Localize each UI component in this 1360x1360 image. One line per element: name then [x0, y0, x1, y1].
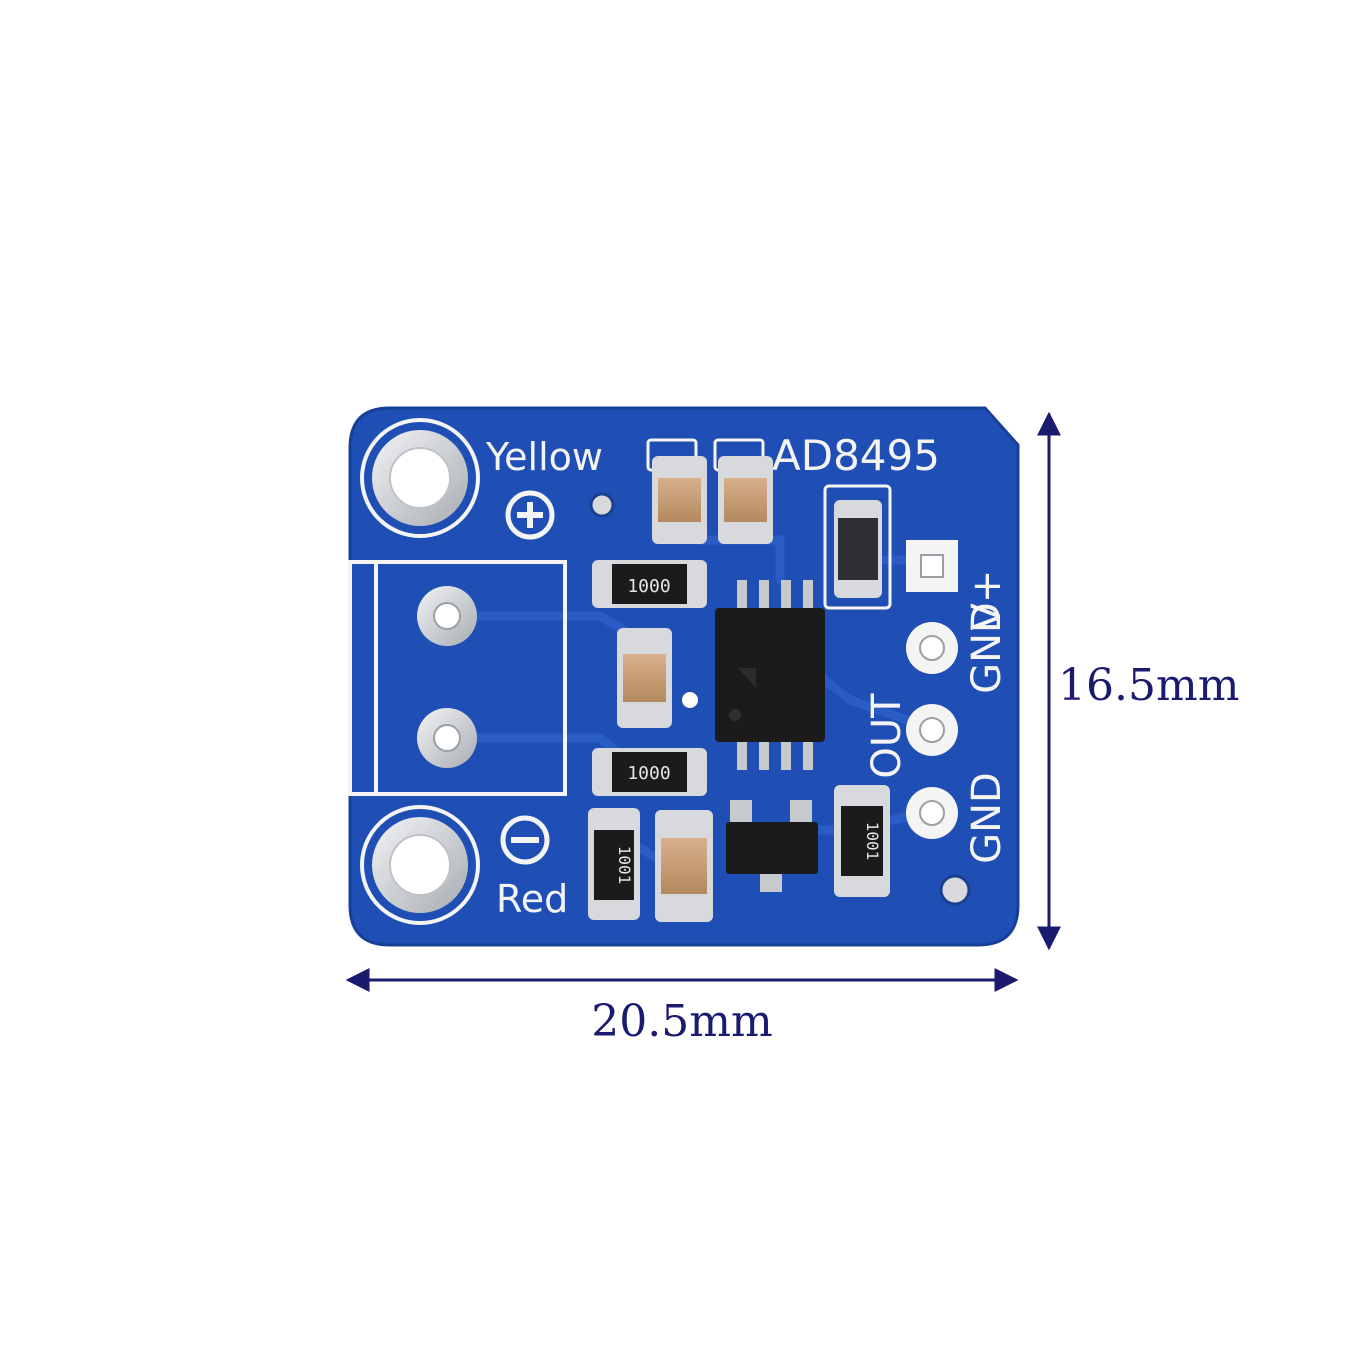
resistor-bottom-left-marking: 1001 — [615, 846, 634, 885]
resistor-bottom-right-marking: 1001 — [863, 822, 882, 861]
minus-symbol-icon — [500, 815, 550, 865]
height-label: 16.5mm — [1058, 660, 1239, 711]
voltage-regulator-chip — [726, 800, 818, 892]
pin-pad-gnd-top — [906, 622, 958, 674]
resistor-bottom-right: 1001 — [834, 785, 890, 897]
pin-label-vplus: V+ — [964, 570, 1010, 631]
terminal-pad-negative — [417, 708, 477, 768]
ad8495-chip — [715, 580, 825, 770]
pin-label-out: OUT — [864, 693, 910, 779]
resistor-lower-marking: 1000 — [627, 763, 670, 784]
capacitor-top-right — [713, 438, 773, 544]
width-dimension: 20.5mm — [345, 968, 1019, 1047]
capacitor-bottom — [655, 810, 713, 922]
capacitor-middle — [617, 628, 672, 728]
label-red: Red — [496, 877, 568, 921]
mounting-hole-bottom — [360, 805, 480, 925]
resistor-upper-marking: 1000 — [627, 576, 670, 597]
pin-pad-vplus — [906, 540, 958, 592]
terminal-block-outline — [348, 560, 567, 796]
diode-top-right — [823, 484, 892, 610]
pin-pad-gnd-bottom — [906, 787, 958, 839]
pin-label-gnd-bottom: GND — [964, 772, 1010, 864]
terminal-pad-positive — [417, 586, 477, 646]
pin-label-gnd-top: GND — [964, 602, 1010, 694]
height-dimension: 16.5mm — [1037, 411, 1239, 951]
label-yellow: Yellow — [485, 435, 603, 479]
resistor-bottom-left: 1001 — [588, 808, 640, 920]
resistor-lower: 1000 — [592, 748, 707, 796]
mounting-hole-top — [360, 418, 480, 538]
width-label: 20.5mm — [591, 996, 772, 1047]
resistor-upper: 1000 — [592, 560, 707, 608]
plus-symbol-icon — [505, 490, 555, 540]
pcb-board: Yellow Red AD8495 — [348, 406, 1020, 947]
label-ad8495: AD8495 — [772, 431, 940, 480]
capacitor-top-left — [646, 438, 707, 544]
pin-pad-out — [906, 704, 958, 756]
